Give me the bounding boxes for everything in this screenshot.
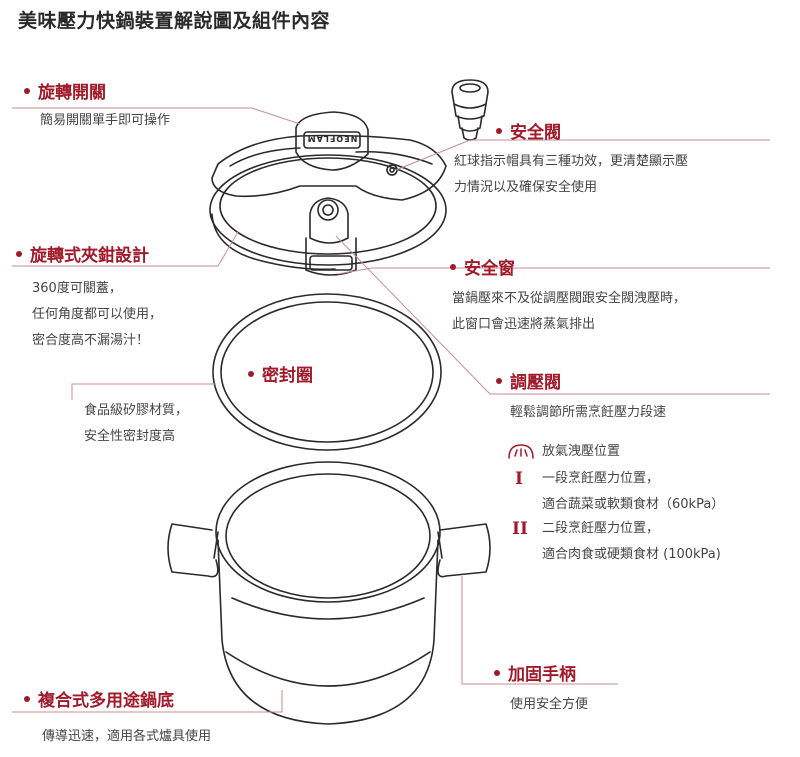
bullet-dot [248, 371, 254, 377]
callout-handle-label: 加固手柄 [494, 664, 576, 686]
mode-release-text: 放氣洩壓位置 [542, 444, 621, 459]
bullet-dot [24, 88, 30, 94]
callout-rotary-switch-label: 旋轉開關 [24, 82, 106, 104]
callout-base-desc: 傳導迅速，適用各式爐具使用 [42, 729, 212, 744]
callout-seal-ring-label: 密封圈 [248, 365, 313, 387]
leader-seal-ring [71, 383, 216, 400]
callout-pressure-regulator-label: 調壓閥 [496, 372, 561, 394]
pot-body-illustration [167, 461, 491, 725]
seal-ring-illustration [212, 293, 442, 451]
leader-pressure-regulator [335, 235, 770, 395]
leader-rotary-switch [12, 107, 301, 125]
bullet-dot [496, 128, 502, 134]
leader-base [12, 690, 283, 713]
callout-safety-window-desc: 當鍋壓來不及從調壓閥跟安全閥洩壓時， 此窗口會迅速將蒸氣排出 [452, 291, 687, 332]
mode-level2-numeral: II [512, 519, 528, 539]
page-title: 美味壓力快鍋裝置解說圖及組件內容 [18, 10, 331, 32]
callout-safety-valve-label: 安全閥 [496, 122, 561, 144]
bullet-dot [24, 696, 30, 702]
mode-level2-text: 二段烹飪壓力位置， 適合肉食或硬類食材 (100kPa) [542, 521, 721, 562]
callout-rotary-clamp-desc: 360度可關蓋， 任何角度都可以使用， 密合度高不漏湯汁！ [32, 281, 163, 348]
leader-handle [461, 576, 618, 685]
mode-level1-numeral: I [515, 469, 523, 489]
lid-illustration [209, 111, 447, 276]
callout-rotary-clamp-label: 旋轉式夾鉗設計 [16, 245, 149, 267]
bullet-dot [494, 670, 500, 676]
brand-logo: NEOFLAM [307, 134, 358, 143]
callout-seal-ring-desc: 食品級矽膠材質， 安全性密封度高 [84, 403, 189, 444]
leader-rotary-clamp [12, 231, 239, 267]
callout-pressure-regulator-desc: 輕鬆調節所需烹飪壓力段速 [510, 405, 667, 420]
leader-safety-valve [395, 139, 770, 171]
mode-level1-text: 一段烹飪壓力位置， 適合蔬菜或軟類食材（60kPa） [542, 471, 725, 512]
safety-valve-cap-illustration [451, 79, 489, 141]
callout-base-label: 複合式多用途鍋底 [24, 690, 174, 712]
callout-safety-window-label: 安全窗 [450, 258, 515, 280]
bullet-dot [16, 251, 22, 257]
callout-handle-desc: 使用安全方便 [510, 697, 589, 712]
callout-rotary-switch-desc: 簡易開關單手即可操作 [40, 113, 171, 128]
bullet-dot [450, 264, 456, 270]
bullet-dot [496, 378, 502, 384]
steam-release-icon [508, 444, 534, 459]
leader-safety-window [337, 267, 770, 275]
leader-lines [12, 107, 770, 713]
callout-safety-valve-desc: 紅球指示帽具有三種功效，更清楚顯示壓 力情況以及確保安全使用 [454, 154, 689, 195]
